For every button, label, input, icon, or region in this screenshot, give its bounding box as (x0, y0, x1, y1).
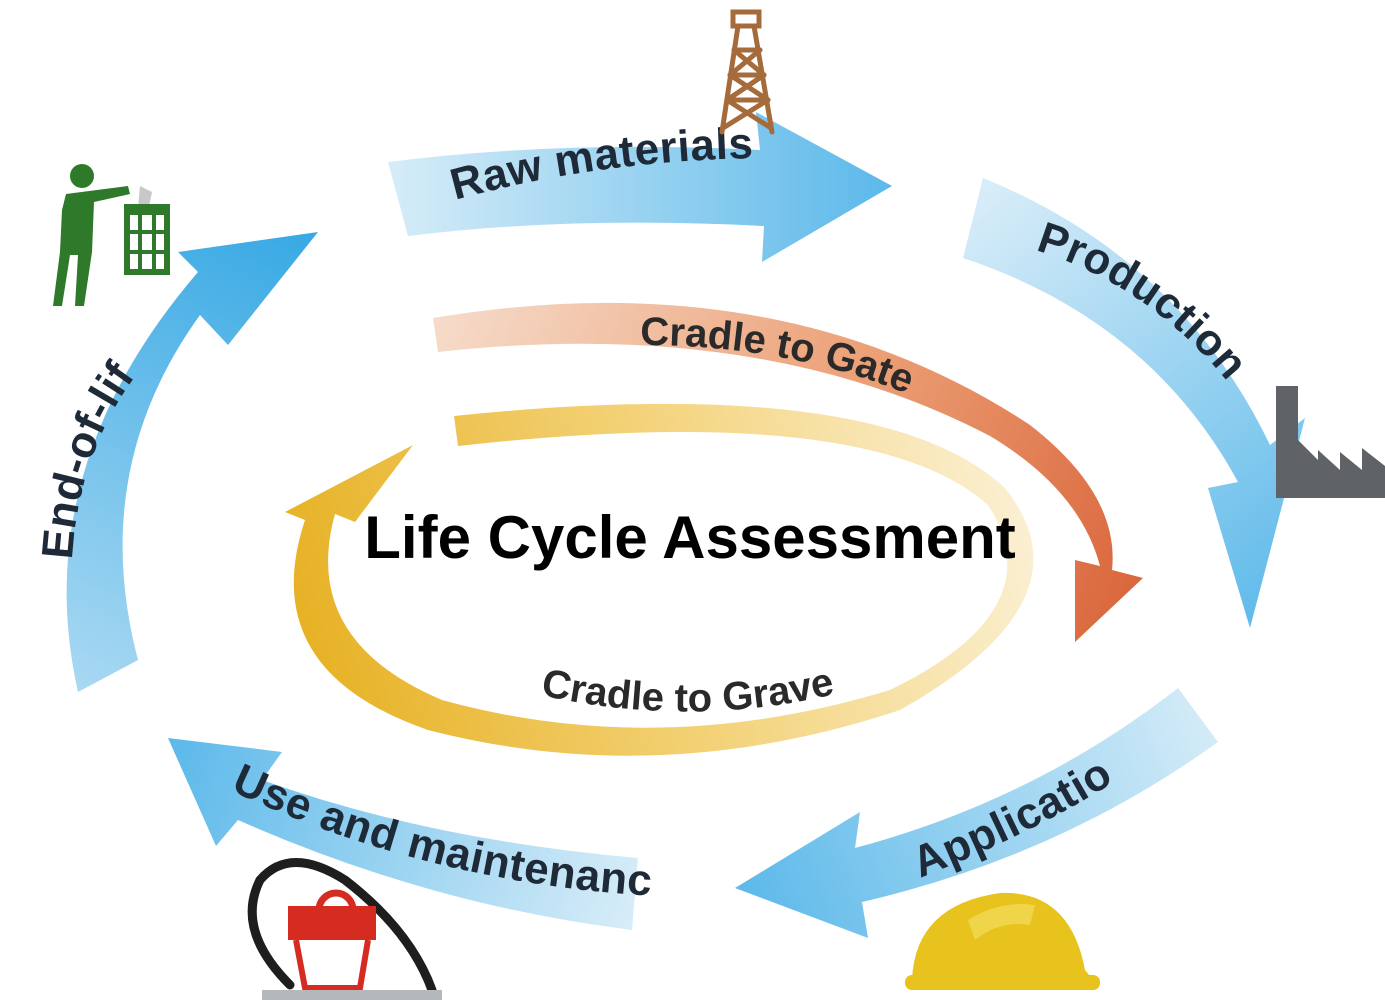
diagram-title: Life Cycle Assessment (364, 504, 1015, 571)
arrow-production (963, 178, 1305, 628)
arrow-raw-materials (388, 112, 892, 262)
oil-derrick-icon (719, 9, 775, 135)
arrow-application (735, 688, 1218, 938)
application-label: Application (0, 0, 1120, 887)
cradle-to-gate-label: Cradle to Gate (640, 310, 920, 402)
vacuum-cleaner-icon (247, 858, 442, 1000)
hard-hat-icon (905, 892, 1100, 990)
cradle-to-gate-arrow (433, 302, 1143, 642)
arrow-end-of-life (66, 232, 318, 692)
person-trash-bin-icon (53, 164, 170, 306)
factory-icon (1276, 386, 1385, 498)
cradle-to-grave-label: Cradle to Grave (538, 660, 837, 721)
arrow-use-and-maintenance (168, 738, 638, 930)
